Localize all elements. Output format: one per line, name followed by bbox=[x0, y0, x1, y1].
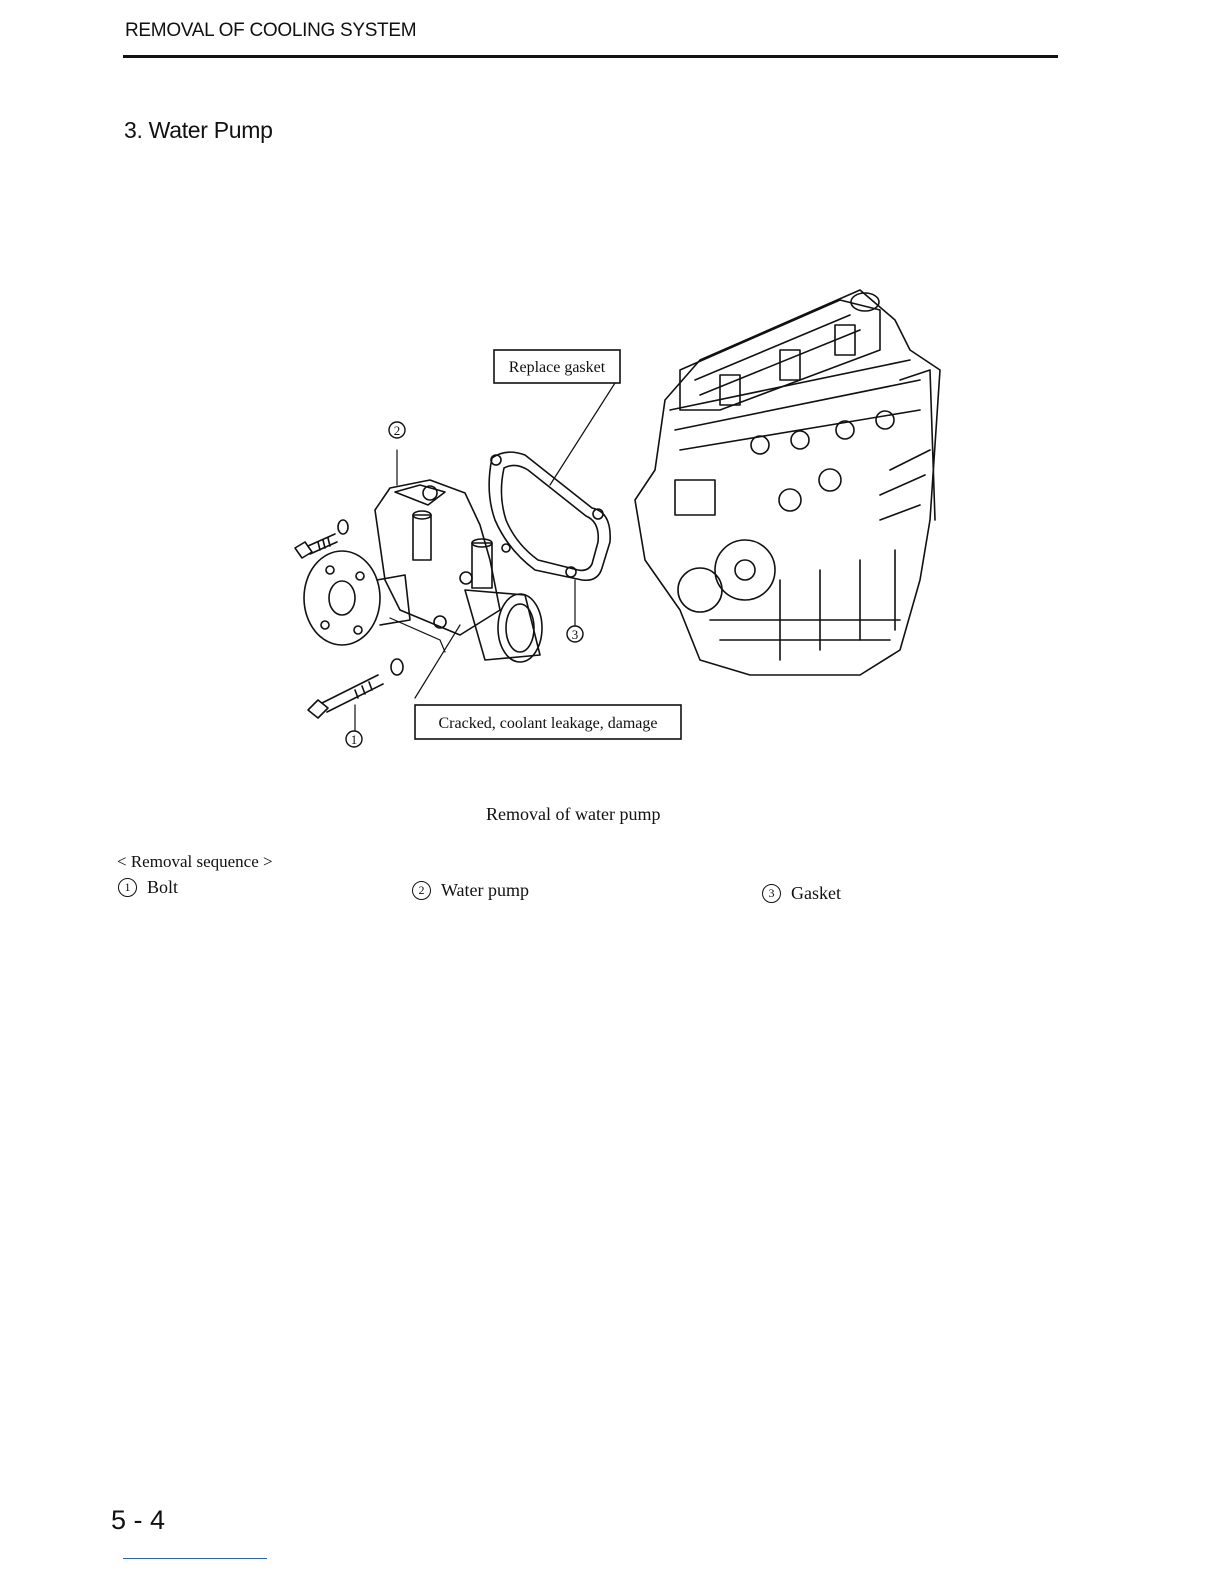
header-title: REMOVAL OF COOLING SYSTEM bbox=[125, 20, 416, 42]
sequence-number: 1 bbox=[118, 878, 137, 897]
header-rule bbox=[123, 55, 1058, 58]
water-pump-illustration: Replace gasket Cracked, coolant leakage,… bbox=[280, 280, 960, 760]
marker-2-label: 2 bbox=[394, 423, 401, 438]
page-number: 5 - 4 bbox=[111, 1505, 165, 1536]
marker-3-label: 3 bbox=[572, 627, 579, 642]
replace-gasket-label: Replace gasket bbox=[509, 359, 606, 376]
sequence-item-bolt: 1 Bolt bbox=[118, 877, 178, 898]
removal-sequence-title: < Removal sequence > bbox=[117, 852, 273, 872]
upper-bolt-drawing bbox=[295, 520, 348, 558]
sequence-label: Water pump bbox=[441, 880, 529, 901]
marker-1-label: 1 bbox=[351, 732, 358, 747]
sequence-item-gasket: 3 Gasket bbox=[762, 883, 841, 904]
engine-drawing bbox=[635, 290, 940, 675]
sequence-label: Gasket bbox=[791, 883, 841, 904]
footer-line bbox=[123, 1558, 267, 1559]
water-pump-drawing bbox=[304, 480, 542, 662]
section-title: 3. Water Pump bbox=[124, 117, 273, 144]
gasket-drawing bbox=[489, 452, 610, 580]
sequence-number: 3 bbox=[762, 884, 781, 903]
figure-caption: Removal of water pump bbox=[486, 804, 660, 825]
sequence-item-water-pump: 2 Water pump bbox=[412, 880, 529, 901]
sequence-label: Bolt bbox=[147, 877, 178, 898]
cracked-label: Cracked, coolant leakage, damage bbox=[439, 715, 658, 732]
sequence-number: 2 bbox=[412, 881, 431, 900]
